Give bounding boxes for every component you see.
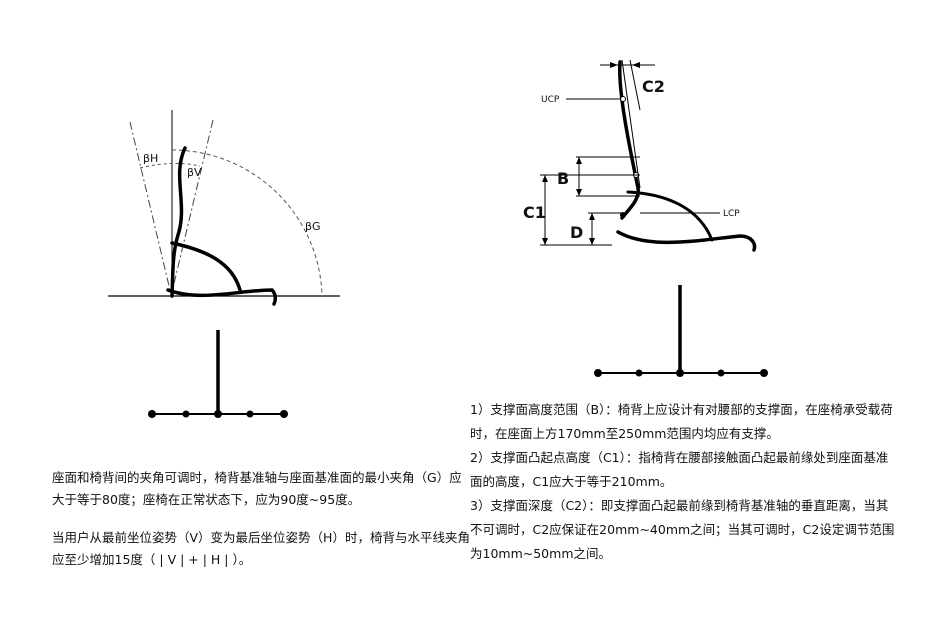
caster <box>148 410 156 418</box>
left-notes: 座面和椅背间的夹角可调时，椅背基准轴与座面基准面的最小夹角（G）应大于等于80度… <box>52 467 472 571</box>
d-label: D <box>570 223 583 242</box>
seat-cushion <box>166 288 278 306</box>
c2-label: C2 <box>642 77 665 96</box>
c2-arrow <box>632 62 640 68</box>
caster <box>717 369 725 377</box>
seat-cushion <box>616 230 757 252</box>
ucp-point <box>620 96 626 102</box>
beta-g-label: βG <box>305 220 321 233</box>
backrest-curve <box>170 146 187 298</box>
caster <box>182 410 190 418</box>
seat-curve <box>626 190 714 242</box>
b-arrow <box>576 189 582 196</box>
note-paragraph: 当用户从最前坐位姿势（V）变为最后坐位姿势（H）时，椅背与水平线夹角应至少增加1… <box>52 530 470 567</box>
d-arrow <box>589 213 595 220</box>
b-arrow <box>576 157 582 164</box>
angle-g-arc <box>171 149 323 297</box>
d-arrow <box>589 238 595 245</box>
caster <box>214 410 222 418</box>
caster <box>594 369 602 377</box>
ucp-label: UCP <box>541 95 560 105</box>
right-notes: 1）支撑面高度范围（B）：椅背上应设计有对腰部的支撑面，在座椅承受载荷时，在座面… <box>470 398 900 566</box>
backrest-axis <box>621 59 641 189</box>
right-chair-figure: UCP LCP B C1 D C2 <box>523 59 768 377</box>
note-paragraph: 座面和椅背间的夹角可调时，椅背基准轴与座面基准面的最小夹角（G）应大于等于80度… <box>52 470 462 507</box>
c1-label: C1 <box>523 203 546 222</box>
caster <box>246 410 254 418</box>
front-angle-line <box>129 121 171 291</box>
c2-reference-line <box>629 59 641 111</box>
caster <box>760 369 768 377</box>
b-label: B <box>557 169 569 188</box>
beta-v-label: βV <box>187 166 202 179</box>
note-paragraph: 2）支撑面凸起点高度（C1）：指椅背在腰部接触面凸起最前缘处到座面基准面的高度，… <box>470 450 889 489</box>
note-paragraph: 3）支撑面深度（C2）：即支撑面凸起最前缘到椅背基准轴的垂直距离，当其不可调时，… <box>470 498 895 561</box>
c1-arrow <box>542 238 548 245</box>
note-paragraph: 1）支撑面高度范围（B）：椅背上应设计有对腰部的支撑面，在座椅承受载荷时，在座面… <box>470 402 893 441</box>
lcp-label: LCP <box>723 209 740 219</box>
c2-arrow <box>610 62 618 68</box>
seat-curve <box>170 241 242 292</box>
caster <box>280 410 288 418</box>
left-chair-figure: βH βV βG <box>108 110 340 418</box>
c1-arrow <box>542 175 548 182</box>
beta-h-label: βH <box>143 152 158 165</box>
caster <box>676 369 684 377</box>
caster <box>635 369 643 377</box>
small-angle-arc <box>139 162 201 169</box>
rear-angle-line <box>171 119 214 293</box>
